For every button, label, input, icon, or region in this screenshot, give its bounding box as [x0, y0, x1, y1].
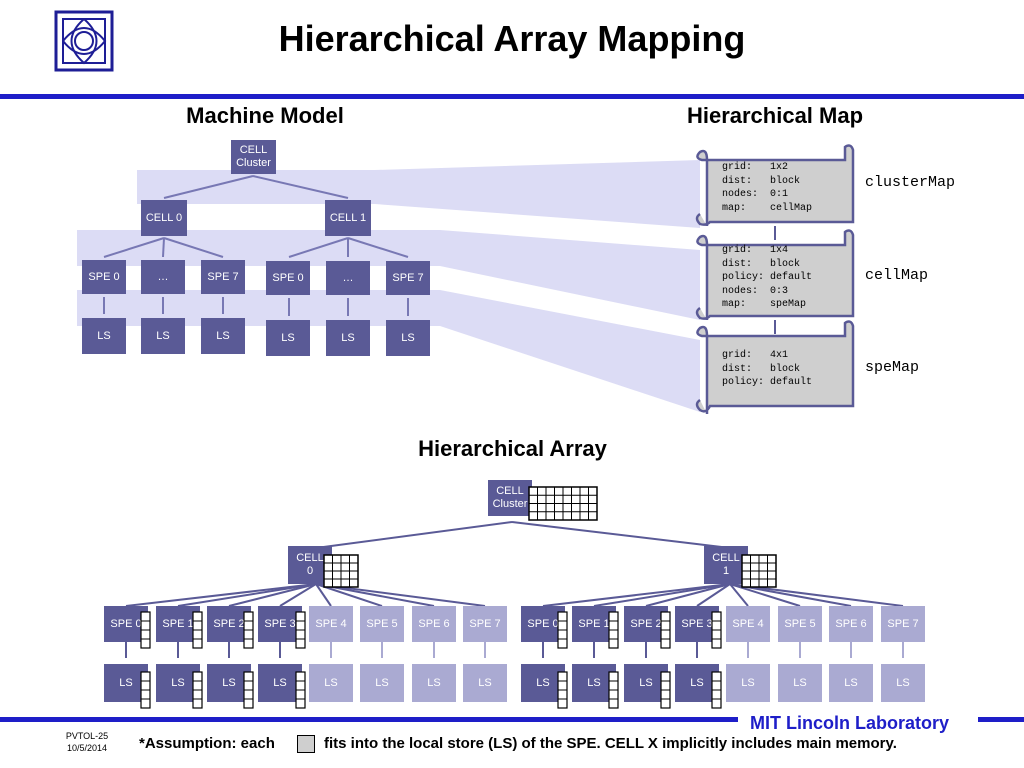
mm-node-spe-mid: … — [141, 260, 185, 294]
ha-node-ls: LS — [778, 664, 822, 702]
ha-node-cell-1: CELL 1 — [704, 546, 748, 584]
array-grid-cell-0 — [323, 554, 359, 588]
ha-node-ls: LS — [309, 664, 353, 702]
ha-node-ls: LS — [726, 664, 770, 702]
ha-node-ls: LS — [412, 664, 456, 702]
cell-band — [77, 230, 700, 320]
ha-node-spe: SPE 5 — [778, 606, 822, 642]
cluster-map-label: clusterMap — [865, 174, 956, 191]
grid-cell-swatch — [297, 735, 315, 753]
mm-node-ls: LS — [326, 320, 370, 356]
mm-node-ls: LS — [266, 320, 310, 356]
mm-node-cell-1: CELL 1 — [325, 200, 371, 236]
mm-node-ls: LS — [82, 318, 126, 354]
cluster-band — [137, 160, 700, 228]
spe-column-grids — [140, 611, 722, 709]
slide-date: 10/5/2014 — [66, 743, 108, 753]
cell-map-label: cellMap — [865, 267, 929, 284]
ha-node-ls: LS — [258, 664, 302, 702]
scroll-cell-map — [695, 229, 855, 320]
slide-number: PVTOL-25 — [65, 731, 109, 741]
assumption-note-a: *Assumption: each — [139, 735, 275, 752]
ha-node-spe: SPE 3 — [258, 606, 302, 642]
scroll-cluster-map — [695, 144, 855, 226]
ha-node-spe: SPE 6 — [412, 606, 456, 642]
mm-node-spe-7-b: SPE 7 — [386, 261, 430, 295]
footer-rule-right — [978, 717, 1024, 722]
ha-node-spe: SPE 6 — [829, 606, 873, 642]
ha-node-ls: LS — [360, 664, 404, 702]
ha-node-spe: SPE 5 — [360, 606, 404, 642]
array-grid-cell-1 — [741, 554, 777, 588]
page-title: Hierarchical Array Mapping — [278, 18, 746, 59]
assumption-note-b: fits into the local store (LS) of the SP… — [324, 735, 897, 752]
mm-node-ls: LS — [141, 318, 185, 354]
mm-node-spe-mid-b: … — [326, 261, 370, 295]
ha-node-spe: SPE 4 — [726, 606, 770, 642]
mm-node-ls: LS — [201, 318, 245, 354]
ha-node-ls: LS — [881, 664, 925, 702]
mm-node-spe-7: SPE 7 — [201, 260, 245, 294]
mit-ll-logo — [54, 10, 114, 72]
mm-node-spe-0: SPE 0 — [82, 260, 126, 294]
mm-node-cell-cluster: CELL Cluster — [231, 140, 276, 174]
footer-lab-name: MIT Lincoln Laboratory — [750, 713, 950, 733]
machine-model-heading: Machine Model — [186, 103, 344, 128]
ha-node-spe: SPE 4 — [309, 606, 353, 642]
ha-node-cell-cluster: CELL Cluster — [488, 480, 532, 516]
scroll-spe-map — [695, 320, 855, 414]
mm-node-cell-0: CELL 0 — [141, 200, 187, 236]
mm-node-ls: LS — [386, 320, 430, 356]
ha-node-ls: LS — [829, 664, 873, 702]
ha-node-spe: SPE 7 — [463, 606, 507, 642]
hierarchical-map-heading: Hierarchical Map — [686, 103, 864, 128]
hierarchical-array-heading: Hierarchical Array — [418, 436, 607, 461]
ha-node-spe: SPE 7 — [881, 606, 925, 642]
spe-map-label: speMap — [865, 359, 920, 376]
footer-rule-left — [0, 717, 738, 722]
array-grid-root — [528, 486, 598, 521]
header-rule — [0, 94, 1024, 99]
mm-node-spe-0-b: SPE 0 — [266, 261, 310, 295]
ha-node-ls: LS — [463, 664, 507, 702]
